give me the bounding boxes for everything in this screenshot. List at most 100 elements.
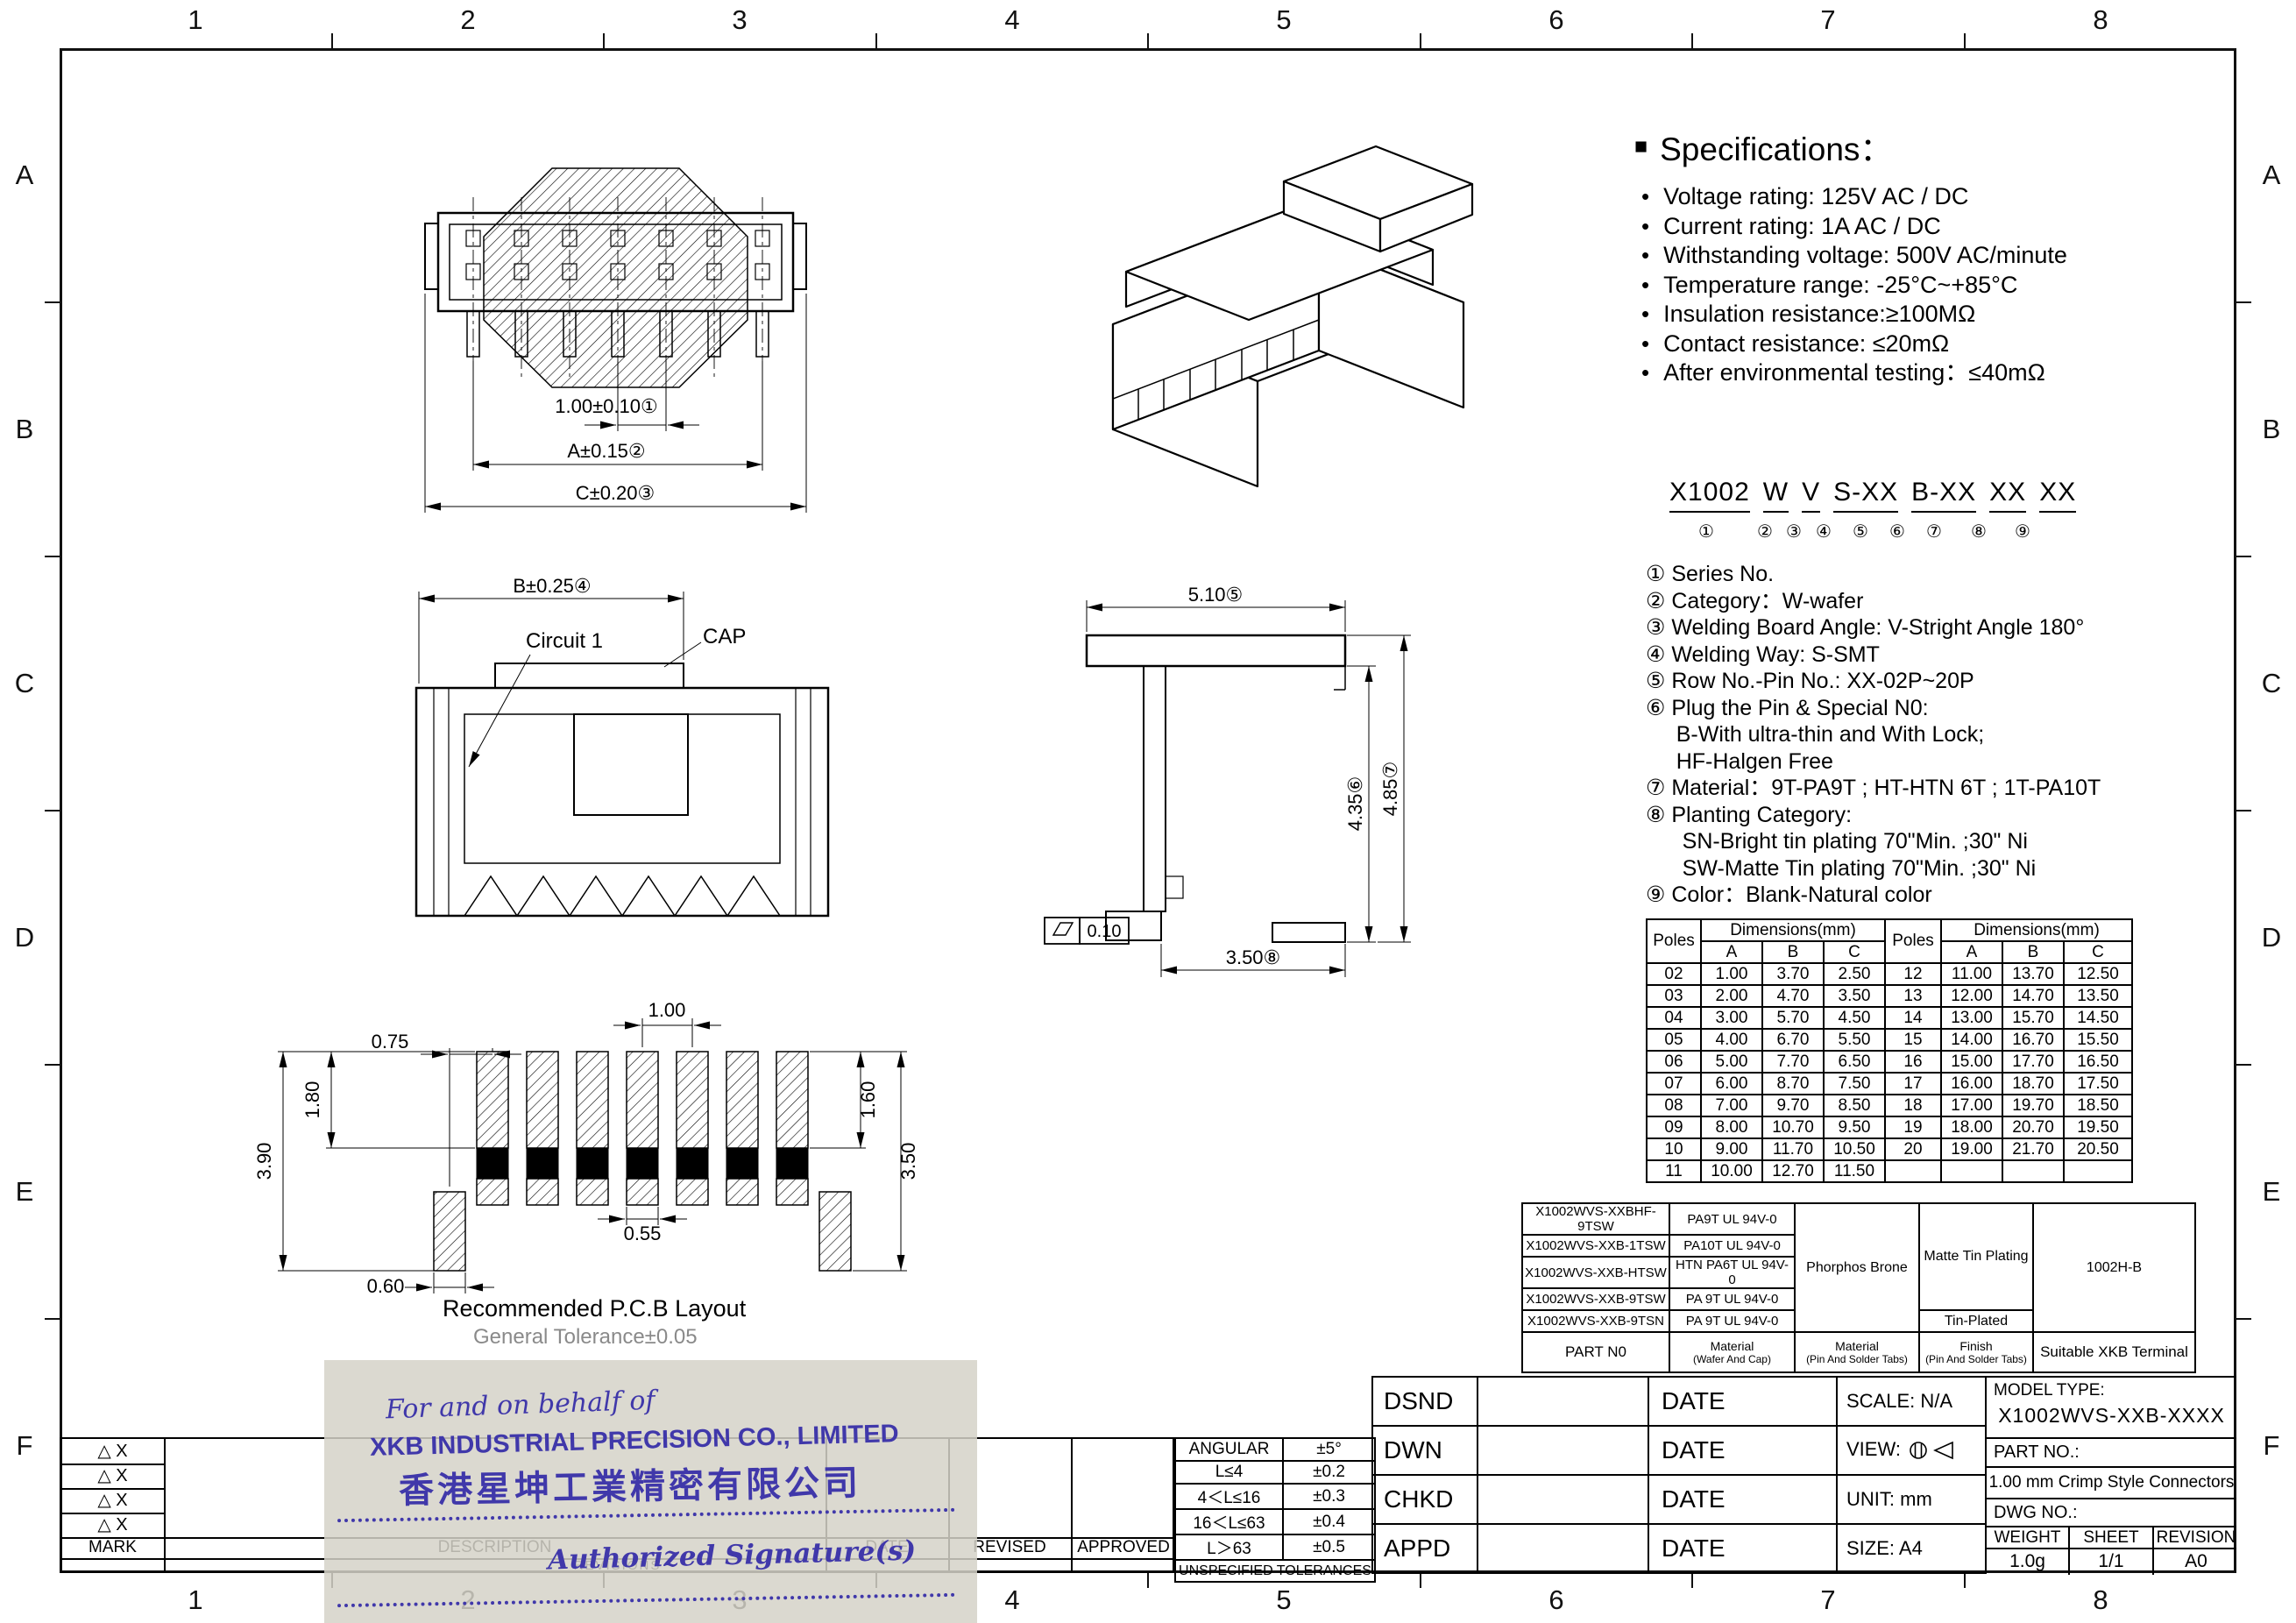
pcb-caption: Recommended P.C.B Layout <box>443 1295 747 1322</box>
zone-row-label: B <box>15 414 34 444</box>
specifications-title-text: Specifications： <box>1660 131 1893 167</box>
sign-label: DSND <box>1371 1376 1478 1427</box>
legend-line: ② Category：W-wafer <box>1646 588 1864 613</box>
tolerance-range: L＞63 <box>1174 1534 1284 1561</box>
cell-b: 11.70 <box>1761 1138 1825 1161</box>
cell-c: 4.50 <box>1823 1006 1886 1030</box>
divider <box>61 1488 164 1490</box>
tolerance-footer: UNSPECIFIED TOLERANCES <box>1174 1559 1376 1583</box>
bullet-icon: • <box>1641 301 1650 327</box>
pcb-padlen-label: 1.80 <box>301 1081 323 1119</box>
zone-row-label: E <box>2262 1176 2281 1207</box>
cell-b: 13.70 <box>2002 962 2065 986</box>
cell-c: 19.50 <box>2063 1116 2133 1139</box>
cell-a: 2.00 <box>1700 984 1763 1008</box>
header-dimensions: Dimensions(mm) <box>1940 918 2133 942</box>
cell-poles: 11 <box>1646 1159 1702 1183</box>
cell-a: 16.00 <box>1940 1072 2003 1095</box>
cell-poles: 08 <box>1646 1094 1702 1117</box>
cell-b: 16.70 <box>2002 1028 2065 1052</box>
cell-poles: 14 <box>1884 1006 1942 1030</box>
frame-tick <box>45 1318 60 1320</box>
zone-col-label: 1 <box>188 4 203 35</box>
cell-a: 7.00 <box>1700 1094 1763 1117</box>
pcb-offset-label: 0.75 <box>372 1031 409 1052</box>
dim-c-label: C±0.20③ <box>576 482 655 504</box>
size-cell: SIZE: A4 <box>1836 1523 1987 1574</box>
cell-b: 3.70 <box>1761 962 1825 986</box>
legend-line: ① Series No. <box>1646 562 1775 586</box>
weight-col: WEIGHT 1.0g <box>1987 1527 2070 1575</box>
cell-b: 4.70 <box>1761 984 1825 1008</box>
cell-a: 5.00 <box>1700 1050 1763 1074</box>
model-type-value: X1002WVS-XXB-XXXX <box>1998 1404 2225 1427</box>
cell-c <box>2063 1159 2133 1183</box>
part-code-token: S-XX <box>1833 478 1899 513</box>
frame-tick <box>1147 33 1149 48</box>
cell-c: 18.50 <box>2063 1094 2133 1117</box>
stamp-line1: For and on behalf of <box>385 1385 656 1426</box>
cell-c: 8.50 <box>1823 1094 1886 1117</box>
dim-data-row: 11 10.00 12.70 11.50 <box>1646 1159 2133 1183</box>
cell-c: 16.50 <box>2063 1050 2133 1074</box>
zone-row-label: F <box>2263 1430 2280 1461</box>
frame-tick <box>45 301 60 303</box>
revision-mark: △ X <box>97 1491 128 1510</box>
cell-part: X1002WVS-XXBHF-9TSW <box>1521 1202 1670 1236</box>
cell-c: 20.50 <box>2063 1138 2133 1161</box>
sign-blank <box>1477 1474 1649 1525</box>
part-code-token: W <box>1762 478 1789 513</box>
zone-col-label: 1 <box>188 1584 203 1615</box>
cell-b: 17.70 <box>2002 1050 2065 1074</box>
tolerance-range: 16＜L≤63 <box>1174 1508 1284 1535</box>
spec-item: • After environmental testing：≤40mΩ <box>1641 358 2186 388</box>
revision-mark: △ X <box>97 1466 128 1485</box>
flatness-value: 0.10 <box>1088 922 1122 941</box>
frame-tick <box>45 556 60 557</box>
zone-row-label: E <box>15 1176 34 1207</box>
tolerance-value: ±5° <box>1282 1437 1376 1462</box>
spec-item: • Withstanding voltage: 500V AC/minute <box>1641 241 2186 271</box>
material-table: X1002WVS-XXBHF-9TSW PA9T UL 94V-0 Phorph… <box>1521 1202 2196 1373</box>
dim-data-row: 05 4.00 6.70 5.50 15 14.00 16.70 15.50 <box>1646 1028 2133 1052</box>
sign-blank <box>1477 1425 1649 1476</box>
legend-line: ③ Welding Board Angle: V-Stright Angle 1… <box>1646 615 2085 640</box>
cell-a: 14.00 <box>1940 1028 2003 1052</box>
sign-label: CHKD <box>1371 1474 1478 1525</box>
cell-c: 6.50 <box>1823 1050 1886 1074</box>
tolerance-range: ANGULAR <box>1174 1437 1284 1462</box>
spec-item-text: Temperature range: -25°C~+85°C <box>1663 271 2018 298</box>
cell-poles: 06 <box>1646 1050 1702 1074</box>
cell-b: 12.70 <box>1761 1159 1825 1183</box>
revision-col: REVISION A0 <box>2154 1527 2236 1575</box>
zone-col-label: 6 <box>1548 1584 1564 1615</box>
cell-part: X1002WVS-XXB-1TSW <box>1521 1234 1670 1258</box>
cell-a: 19.00 <box>1940 1138 2003 1161</box>
sheet-label: SHEET <box>2070 1527 2152 1549</box>
cell-poles <box>1884 1159 1942 1183</box>
square-bullet-icon: ■ <box>1634 133 1648 159</box>
cell-poles: 05 <box>1646 1028 1702 1052</box>
sheet-col: SHEET 1/1 <box>2070 1527 2154 1575</box>
code-marker: ④ <box>1816 522 1832 542</box>
footer-wafer-line1: Material <box>1710 1339 1754 1353</box>
title-block-model-column: MODEL TYPE: X1002WVS-XXB-XXXX PART NO.: … <box>1985 1376 2236 1575</box>
specifications-section: ■ Specifications： • Voltage rating: 125V… <box>1634 123 2186 388</box>
model-type-label: MODEL TYPE: <box>1994 1381 2105 1400</box>
cell-b: 20.70 <box>2002 1116 2065 1139</box>
footer-pin-line2: (Pin And Solder Tabs) <box>1806 1353 1908 1365</box>
tolerance-value: ±0.2 <box>1282 1460 1376 1485</box>
zone-col-label: 7 <box>1820 4 1836 35</box>
scale-cell: SCALE: N/A <box>1836 1376 1987 1427</box>
part-no-label: PART NO.: <box>1987 1439 2236 1468</box>
tolerance-row: 16＜L≤63 ±0.4 <box>1174 1508 1376 1535</box>
circuit-label: Circuit 1 <box>526 629 603 653</box>
pcb-outerw-label: 0.60 <box>367 1275 405 1297</box>
pcb-sidelen-label: 1.60 <box>857 1081 879 1119</box>
cell-c: 7.50 <box>1823 1072 1886 1095</box>
revision-mark: △ X <box>97 1515 128 1534</box>
cell-b <box>2002 1159 2065 1183</box>
cell-material: HTN PA6T UL 94V-0 <box>1669 1256 1796 1289</box>
cell-material: PA 9T UL 94V-0 <box>1669 1287 1796 1311</box>
